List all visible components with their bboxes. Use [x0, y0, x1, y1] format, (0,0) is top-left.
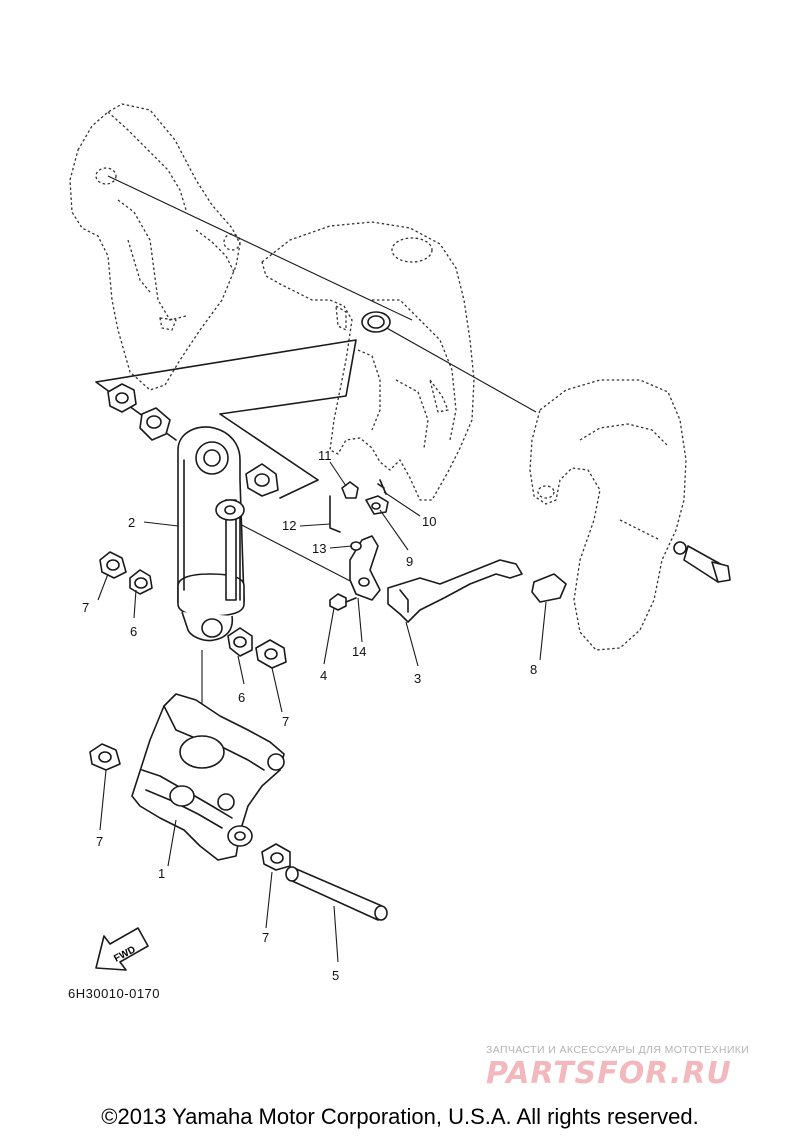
- callout-leader-lines: [97, 461, 547, 963]
- callout-3: 3: [414, 671, 421, 686]
- callout-9: 9: [406, 554, 413, 569]
- bushing-part-7-lower-right: [261, 843, 291, 871]
- pin-part-10: [377, 479, 387, 495]
- callout-2: 2: [128, 515, 135, 530]
- bushing-part-6-right: [227, 627, 253, 657]
- lever-part-3: [387, 559, 523, 623]
- tilt-cylinder-part-2: [177, 426, 245, 642]
- swivel-bracket-ghost: [261, 221, 475, 501]
- callout-14: 14: [352, 644, 366, 659]
- clamp-bolt: [673, 541, 731, 583]
- callout-6-right: 6: [238, 690, 245, 705]
- callout-1: 1: [158, 866, 165, 881]
- callout-labels: 1 2 3 4 5 6 6 7 7 7 7 8 9 10 11 12 13 14: [82, 448, 537, 983]
- callout-7-lower-right: 7: [262, 930, 269, 945]
- callout-4: 4: [320, 668, 327, 683]
- left-clamp-bracket-ghost: [69, 103, 241, 391]
- swivel-pin-hole: [361, 311, 391, 333]
- bushing-part-6-left: [129, 569, 153, 595]
- pin-part-9: [365, 495, 389, 515]
- fwd-arrow-icon: FWD: [95, 927, 149, 971]
- spring-part-12: [329, 495, 341, 533]
- bushing-part-7-left: [99, 551, 127, 579]
- washer-part-13: [350, 541, 362, 551]
- diagram-code: 6H30010-0170: [68, 986, 161, 1001]
- bolt-part-4: [329, 593, 357, 611]
- right-clamp-bracket-ghost: [529, 379, 687, 651]
- copyright-notice: ©2013 Yamaha Motor Corporation, U.S.A. A…: [101, 1104, 699, 1129]
- callout-10: 10: [422, 514, 436, 529]
- bushing-part-7-lower-left: [89, 743, 121, 771]
- callout-13: 13: [312, 541, 326, 556]
- callout-11: 11: [318, 448, 332, 463]
- callout-8: 8: [530, 662, 537, 677]
- rod-part-5: [285, 866, 388, 921]
- plate-part-14: [349, 535, 381, 601]
- lower-mount-part-1: [131, 693, 285, 861]
- watermark-logo: PARTSFOR.RU: [486, 1056, 732, 1091]
- parts-outline-box: [95, 339, 357, 499]
- pad-part-8: [531, 573, 567, 603]
- cylinder-top-bushings: [107, 383, 279, 497]
- callout-5: 5: [332, 968, 339, 983]
- callout-7-left: 7: [82, 600, 89, 615]
- callout-6-left: 6: [130, 624, 137, 639]
- watermark-tagline: ЗАПЧАСТИ И АКСЕССУАРЫ ДЛЯ МОТОТЕХНИКИ: [486, 1044, 750, 1056]
- callout-7-lower-left: 7: [96, 834, 103, 849]
- callout-12: 12: [282, 518, 296, 533]
- callout-7-right: 7: [282, 714, 289, 729]
- bushing-part-7-right: [255, 639, 287, 669]
